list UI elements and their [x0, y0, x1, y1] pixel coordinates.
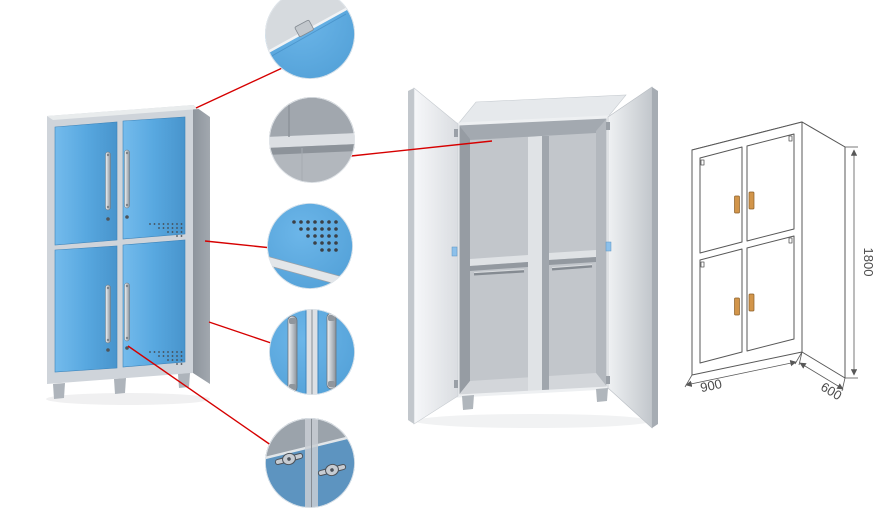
callout-line-shelf	[350, 140, 493, 157]
callout-line-top-corner	[195, 62, 294, 109]
cabinet-feet	[53, 373, 190, 399]
open-door-left	[408, 87, 459, 425]
depth-dimension-label: 600	[818, 379, 844, 403]
latch-fitting-left	[274, 452, 304, 466]
cabinet-side-panel	[193, 105, 210, 384]
open-cabinet-feet	[462, 388, 608, 410]
callout-line-vents	[204, 240, 273, 249]
door-gap-strip-top-line	[267, 255, 353, 281]
hanging-rod-left	[473, 269, 525, 276]
callout-ring-4	[269, 309, 355, 395]
left-door-face	[413, 87, 459, 425]
width-dimension-line	[685, 360, 797, 387]
open-door-right	[606, 86, 658, 429]
open-cabinet-render	[408, 86, 658, 429]
left-door-hinge-bottom	[454, 380, 458, 388]
detail-handle-right-top-mount	[328, 315, 335, 321]
detail-callouts	[265, 0, 355, 508]
shelf-front-edge	[269, 133, 355, 148]
top-corner-latch-plate	[294, 19, 314, 37]
wireframe-side-face	[801, 121, 846, 379]
center-divider-shadow	[542, 136, 549, 391]
callout-line-handles	[208, 321, 275, 345]
wireframe-door-upper-right	[746, 133, 795, 242]
detail-handle-right-bottom-mount	[328, 381, 335, 387]
door-upper-left	[54, 121, 118, 246]
depth-dimension-line	[799, 362, 844, 390]
detail-handle-left-bottom-mount	[289, 384, 296, 390]
vent-holes-detail-callout	[267, 203, 353, 289]
interior-shelf-detail-callout	[269, 97, 355, 183]
vent-holes-pattern	[292, 220, 338, 252]
top-corner-detail-callout	[265, 0, 355, 79]
open-cabinet-shadow	[415, 414, 651, 428]
wireframe-door-lower-left	[699, 248, 743, 364]
lock-latch-detail-callout	[265, 418, 355, 508]
closed-cabinet-shadow	[46, 393, 210, 405]
top-corner-edge-shadow	[269, 13, 347, 58]
height-dimension-label: 1800	[861, 248, 876, 277]
callout-ring-3	[267, 203, 353, 289]
cabinet-dimension-wireframe: 1800 900 600	[684, 121, 876, 403]
shelf-under-shadow	[269, 144, 355, 155]
closed-cabinet-render	[46, 105, 210, 405]
left-door-edge	[408, 88, 414, 424]
width-dimension-label: 900	[699, 376, 723, 395]
detail-handle-left	[287, 315, 298, 393]
wireframe-door-handles	[734, 191, 755, 316]
top-corner-top-surface	[265, 0, 355, 52]
door-upper-right	[122, 116, 186, 240]
hanging-rod-left-highlight	[473, 269, 525, 274]
right-door-hinge-top	[606, 122, 610, 130]
latch-fitting-right	[317, 463, 347, 477]
detail-handle-left-top-mount	[289, 318, 296, 324]
dimension-annotations	[684, 146, 858, 392]
door-lower-left	[54, 245, 118, 373]
callout-line-lock	[127, 345, 279, 451]
right-door-edge	[652, 87, 658, 428]
cabinet-doors	[54, 116, 186, 373]
wireframe-doors	[699, 133, 795, 364]
shelf-right	[549, 250, 596, 260]
wireframe-door-upper-left	[699, 146, 743, 254]
detail-handle-right	[326, 312, 337, 390]
interior-left-wall	[458, 124, 470, 396]
latch-catch-right	[605, 241, 612, 252]
shelf-back-wall	[269, 97, 355, 137]
latch-catch-left	[451, 246, 458, 257]
left-door-hinge-top	[454, 129, 458, 137]
shelf-right-shadow	[549, 257, 596, 265]
shelf-left-shadow	[470, 262, 528, 271]
door-keyholes	[106, 215, 129, 352]
door-handles-detail-callout	[269, 309, 355, 395]
callout-ring-5	[265, 418, 355, 508]
wireframe-door-lower-right	[746, 235, 795, 352]
callout-ring-1	[265, 0, 355, 79]
door-gap-strip	[267, 256, 353, 289]
cabinet-top-edge	[47, 105, 199, 120]
interior-right-wall	[596, 117, 608, 388]
door-lower-right	[122, 239, 186, 368]
callout-lines	[127, 62, 493, 451]
right-door-face	[607, 86, 653, 429]
hanging-rod-right	[551, 264, 593, 271]
right-door-hinge-bottom	[606, 376, 610, 384]
center-divider	[528, 136, 542, 392]
carcass-interior	[456, 115, 610, 398]
door-handles	[105, 149, 130, 344]
shelf-left	[470, 255, 528, 266]
wireframe-hinge-marks	[700, 135, 793, 268]
hanging-rod-right-highlight	[551, 264, 593, 269]
callout-ring-2	[269, 97, 355, 183]
